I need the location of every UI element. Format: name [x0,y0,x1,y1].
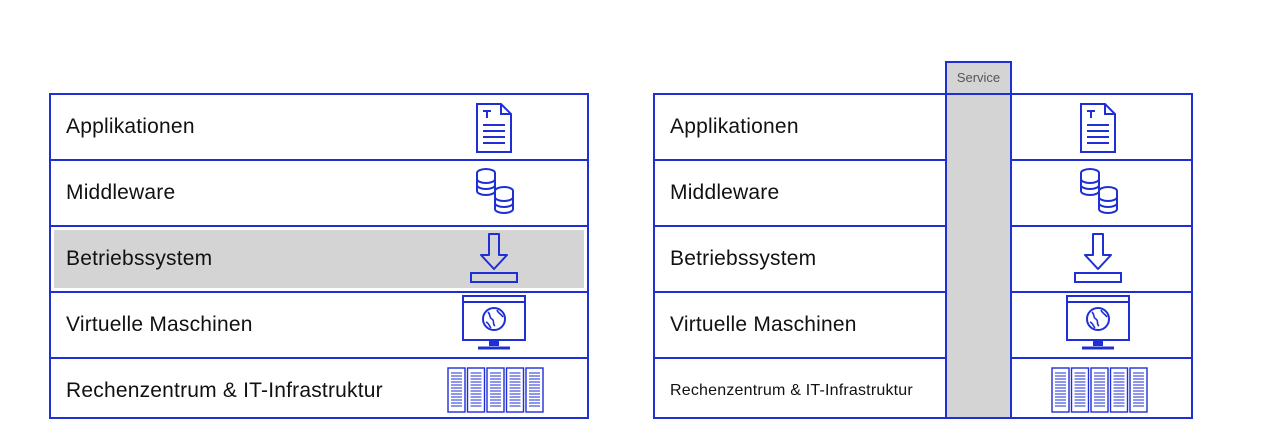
right-stack-diagram: Applikationen Middleware Betriebssystem … [653,93,1193,419]
layer-label: Applikationen [66,115,195,138]
layer-label: Virtuelle Maschinen [66,313,253,336]
server-rack-icon [1051,367,1148,413]
left-stack-diagram: Applikationen Middleware Betriebssystem … [49,93,589,419]
download-icon [1074,233,1122,283]
server-rack-icon [447,367,544,413]
layer-label: Applikationen [670,115,799,138]
layer-operating-system: Betriebssystem [51,227,587,293]
layer-applications: Applikationen [655,95,1191,161]
layer-virtual-machines: Virtuelle Maschinen [51,293,587,359]
layer-label: Rechenzentrum & IT-Infrastruktur [670,382,913,399]
layer-virtual-machines: Virtuelle Maschinen [655,293,1191,359]
layer-label: Betriebssystem [66,247,213,270]
document-icon [476,103,512,153]
service-column [945,95,1012,417]
document-icon [1080,103,1116,153]
monitor-globe-icon [462,295,526,350]
layer-label: Middleware [66,181,176,204]
database-icon [476,168,514,214]
database-icon [1080,168,1118,214]
layer-datacenter: Rechenzentrum & IT-Infrastruktur [655,359,1191,423]
service-header: Service [945,61,1012,93]
monitor-globe-icon [1066,295,1130,350]
highlight-background [54,230,584,288]
layer-middleware: Middleware [655,161,1191,227]
layer-label: Rechenzentrum & IT-Infrastruktur [66,379,383,402]
layer-label: Middleware [670,181,780,204]
layer-operating-system: Betriebssystem [655,227,1191,293]
layer-datacenter: Rechenzentrum & IT-Infrastruktur [51,359,587,423]
layer-applications: Applikationen [51,95,587,161]
download-icon [470,233,518,283]
layer-middleware: Middleware [51,161,587,227]
layer-label: Virtuelle Maschinen [670,313,857,336]
layer-label: Betriebssystem [670,247,817,270]
